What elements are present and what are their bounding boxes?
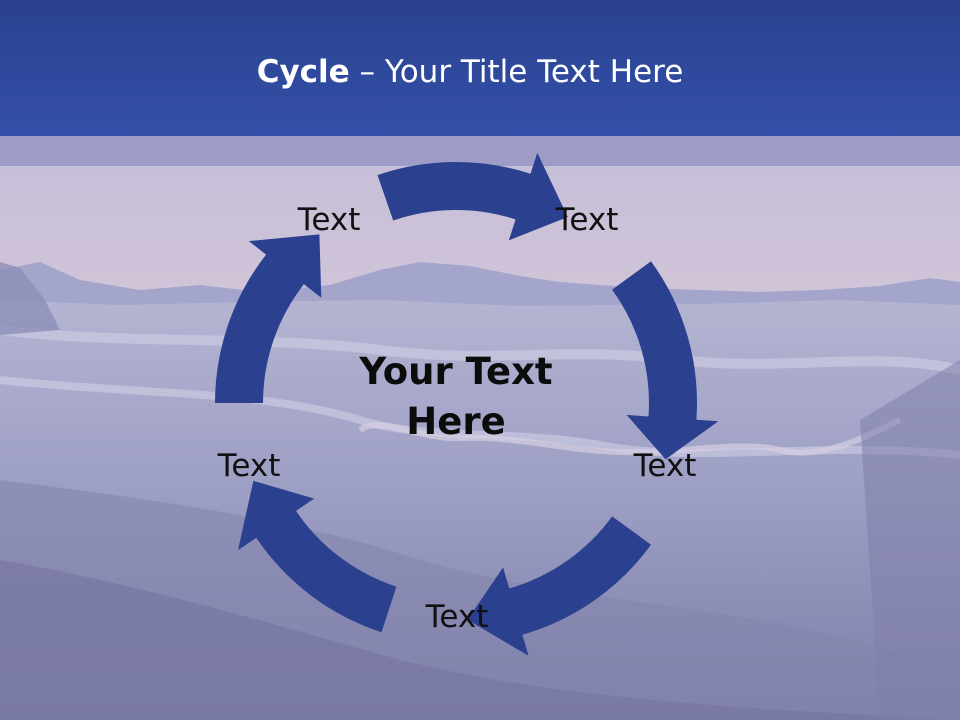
title-divider-strip <box>0 136 960 166</box>
cycle-node-label: Text <box>297 202 361 238</box>
center-text-line2: Here <box>406 400 506 443</box>
title-bar <box>0 0 960 136</box>
title-rest: – Your Title Text Here <box>349 54 684 90</box>
cycle-node-label: Text <box>555 202 619 238</box>
cycle-arrow <box>612 261 719 460</box>
cycle-arrow <box>377 152 568 241</box>
center-text: Your Text Here <box>359 347 552 447</box>
cycle-arrow <box>238 480 397 633</box>
center-text-line1: Your Text <box>359 350 553 393</box>
cycle-node-label: Text <box>425 599 489 635</box>
title-bold: Cycle <box>256 54 350 90</box>
slide-title: Cycle – Your Title Text Here <box>0 54 940 90</box>
cycle-node-label: Text <box>217 448 281 484</box>
cycle-node-label: Text <box>633 448 697 484</box>
cycle-arrow <box>467 516 651 656</box>
cycle-arrow <box>215 234 322 403</box>
